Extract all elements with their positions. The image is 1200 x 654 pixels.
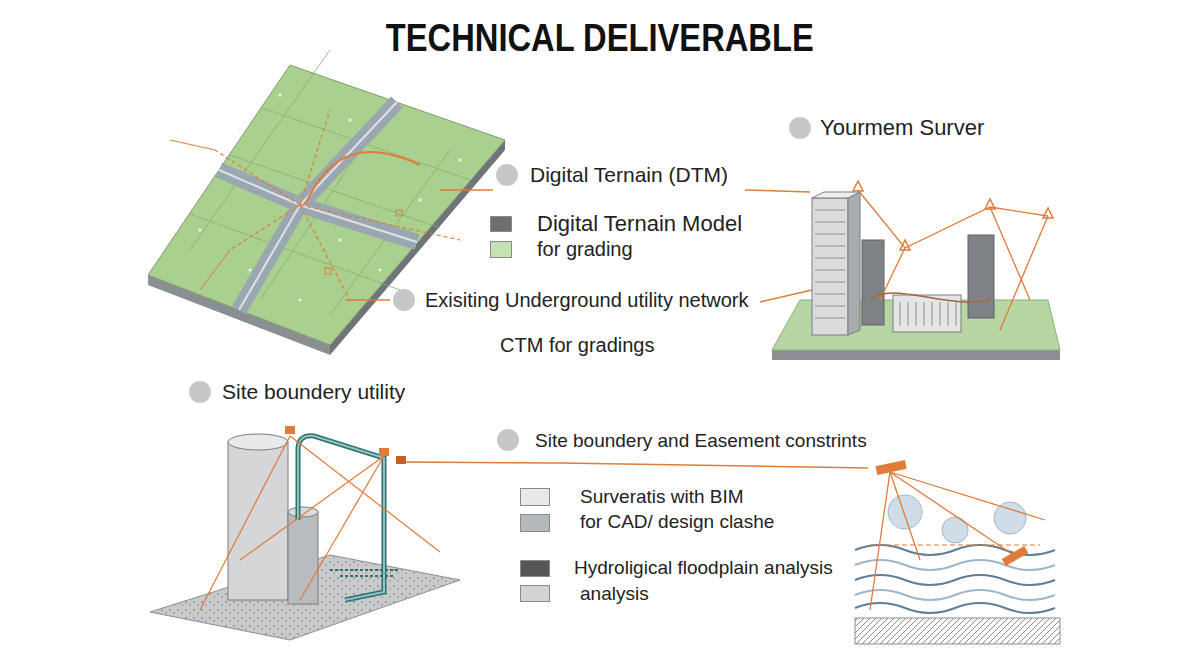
ground-section bbox=[855, 618, 1060, 644]
flood-wave bbox=[855, 603, 1055, 613]
legend-swatch bbox=[490, 216, 512, 232]
survey-marker bbox=[396, 456, 406, 464]
label-text: Yourmem Surver bbox=[820, 115, 984, 141]
flood-wave bbox=[855, 590, 1055, 600]
site-plate-edge bbox=[772, 350, 1060, 360]
legend-text: Digital Ternain Model bbox=[537, 211, 742, 237]
flood-wave bbox=[855, 560, 1055, 570]
tank-top bbox=[228, 434, 288, 450]
legend-swatch bbox=[520, 514, 550, 532]
survey-ray bbox=[170, 140, 230, 290]
legend-swatch bbox=[520, 585, 550, 602]
leader-line bbox=[440, 189, 493, 191]
label-text: Exisiting Underground utility network bbox=[425, 288, 749, 312]
survey-marker bbox=[985, 199, 995, 209]
label-text: Digital Ternain (DTM) bbox=[530, 162, 728, 187]
road-line bbox=[239, 102, 397, 310]
building bbox=[968, 235, 994, 318]
label-text: CTM for gradings bbox=[500, 333, 655, 357]
leader-line bbox=[405, 462, 868, 468]
water-bubble bbox=[994, 502, 1026, 534]
utility-line bbox=[305, 152, 420, 205]
map-dots bbox=[199, 94, 462, 302]
map-dot bbox=[279, 94, 282, 97]
survey-marker bbox=[379, 448, 389, 456]
tank bbox=[228, 442, 288, 600]
survey-ray bbox=[215, 110, 460, 300]
survey-line bbox=[858, 190, 1048, 330]
leader-line bbox=[745, 190, 810, 192]
flood-wave bbox=[855, 575, 1055, 585]
survey-marker bbox=[853, 181, 863, 191]
bullet-dot bbox=[497, 429, 519, 451]
tower-windows bbox=[815, 210, 845, 318]
tower-side bbox=[848, 192, 860, 335]
label-text: Site boundery utility bbox=[222, 379, 405, 404]
bullet-dot bbox=[789, 117, 811, 139]
building bbox=[862, 240, 884, 325]
survey-line bbox=[200, 436, 440, 610]
legend-text: analysis bbox=[580, 583, 649, 606]
legend-text: Hydroligical floodplain analysis bbox=[574, 557, 833, 580]
water-bubble bbox=[888, 495, 922, 529]
bullet-dot bbox=[393, 289, 415, 311]
legend-swatch bbox=[520, 560, 550, 577]
drain-grate bbox=[330, 570, 400, 576]
legend-text: Surveratis with BIM bbox=[580, 486, 744, 509]
survey-marker bbox=[1002, 546, 1029, 566]
survey-marker bbox=[285, 426, 295, 434]
bullet-dot bbox=[189, 381, 211, 403]
map-dot bbox=[249, 269, 252, 272]
map-dot bbox=[339, 239, 342, 242]
survey-marker bbox=[900, 240, 910, 250]
legend-swatch bbox=[520, 488, 550, 506]
survey-marker bbox=[396, 210, 402, 216]
map-dot bbox=[239, 129, 242, 132]
tower bbox=[812, 198, 848, 335]
survey-marker bbox=[325, 268, 331, 274]
title-text: TECHNICAL DELIVERABLE bbox=[386, 16, 814, 62]
map-dot bbox=[459, 159, 462, 162]
map-dot bbox=[349, 119, 352, 122]
water-bubble bbox=[942, 517, 968, 543]
tank-top bbox=[288, 507, 318, 517]
survey-marker bbox=[875, 460, 906, 475]
map-dot bbox=[199, 229, 202, 232]
legend-swatch bbox=[490, 241, 512, 258]
tower-roof bbox=[812, 192, 860, 198]
map-dot bbox=[419, 199, 422, 202]
survey-marker bbox=[1043, 208, 1053, 218]
label-text: Site boundery and Easement constrints bbox=[535, 430, 867, 453]
map-dot bbox=[379, 269, 382, 272]
legend-text: for grading bbox=[537, 237, 633, 261]
legend-text: for CAD/ design clashe bbox=[580, 511, 774, 534]
flood-level bbox=[870, 544, 1040, 545]
building-windows bbox=[900, 302, 956, 326]
utility-line bbox=[870, 293, 990, 302]
leader-line bbox=[345, 299, 390, 301]
survey-line bbox=[870, 472, 1045, 610]
map-dot bbox=[299, 299, 302, 302]
bullet-dot bbox=[496, 164, 518, 186]
tank bbox=[288, 512, 318, 604]
